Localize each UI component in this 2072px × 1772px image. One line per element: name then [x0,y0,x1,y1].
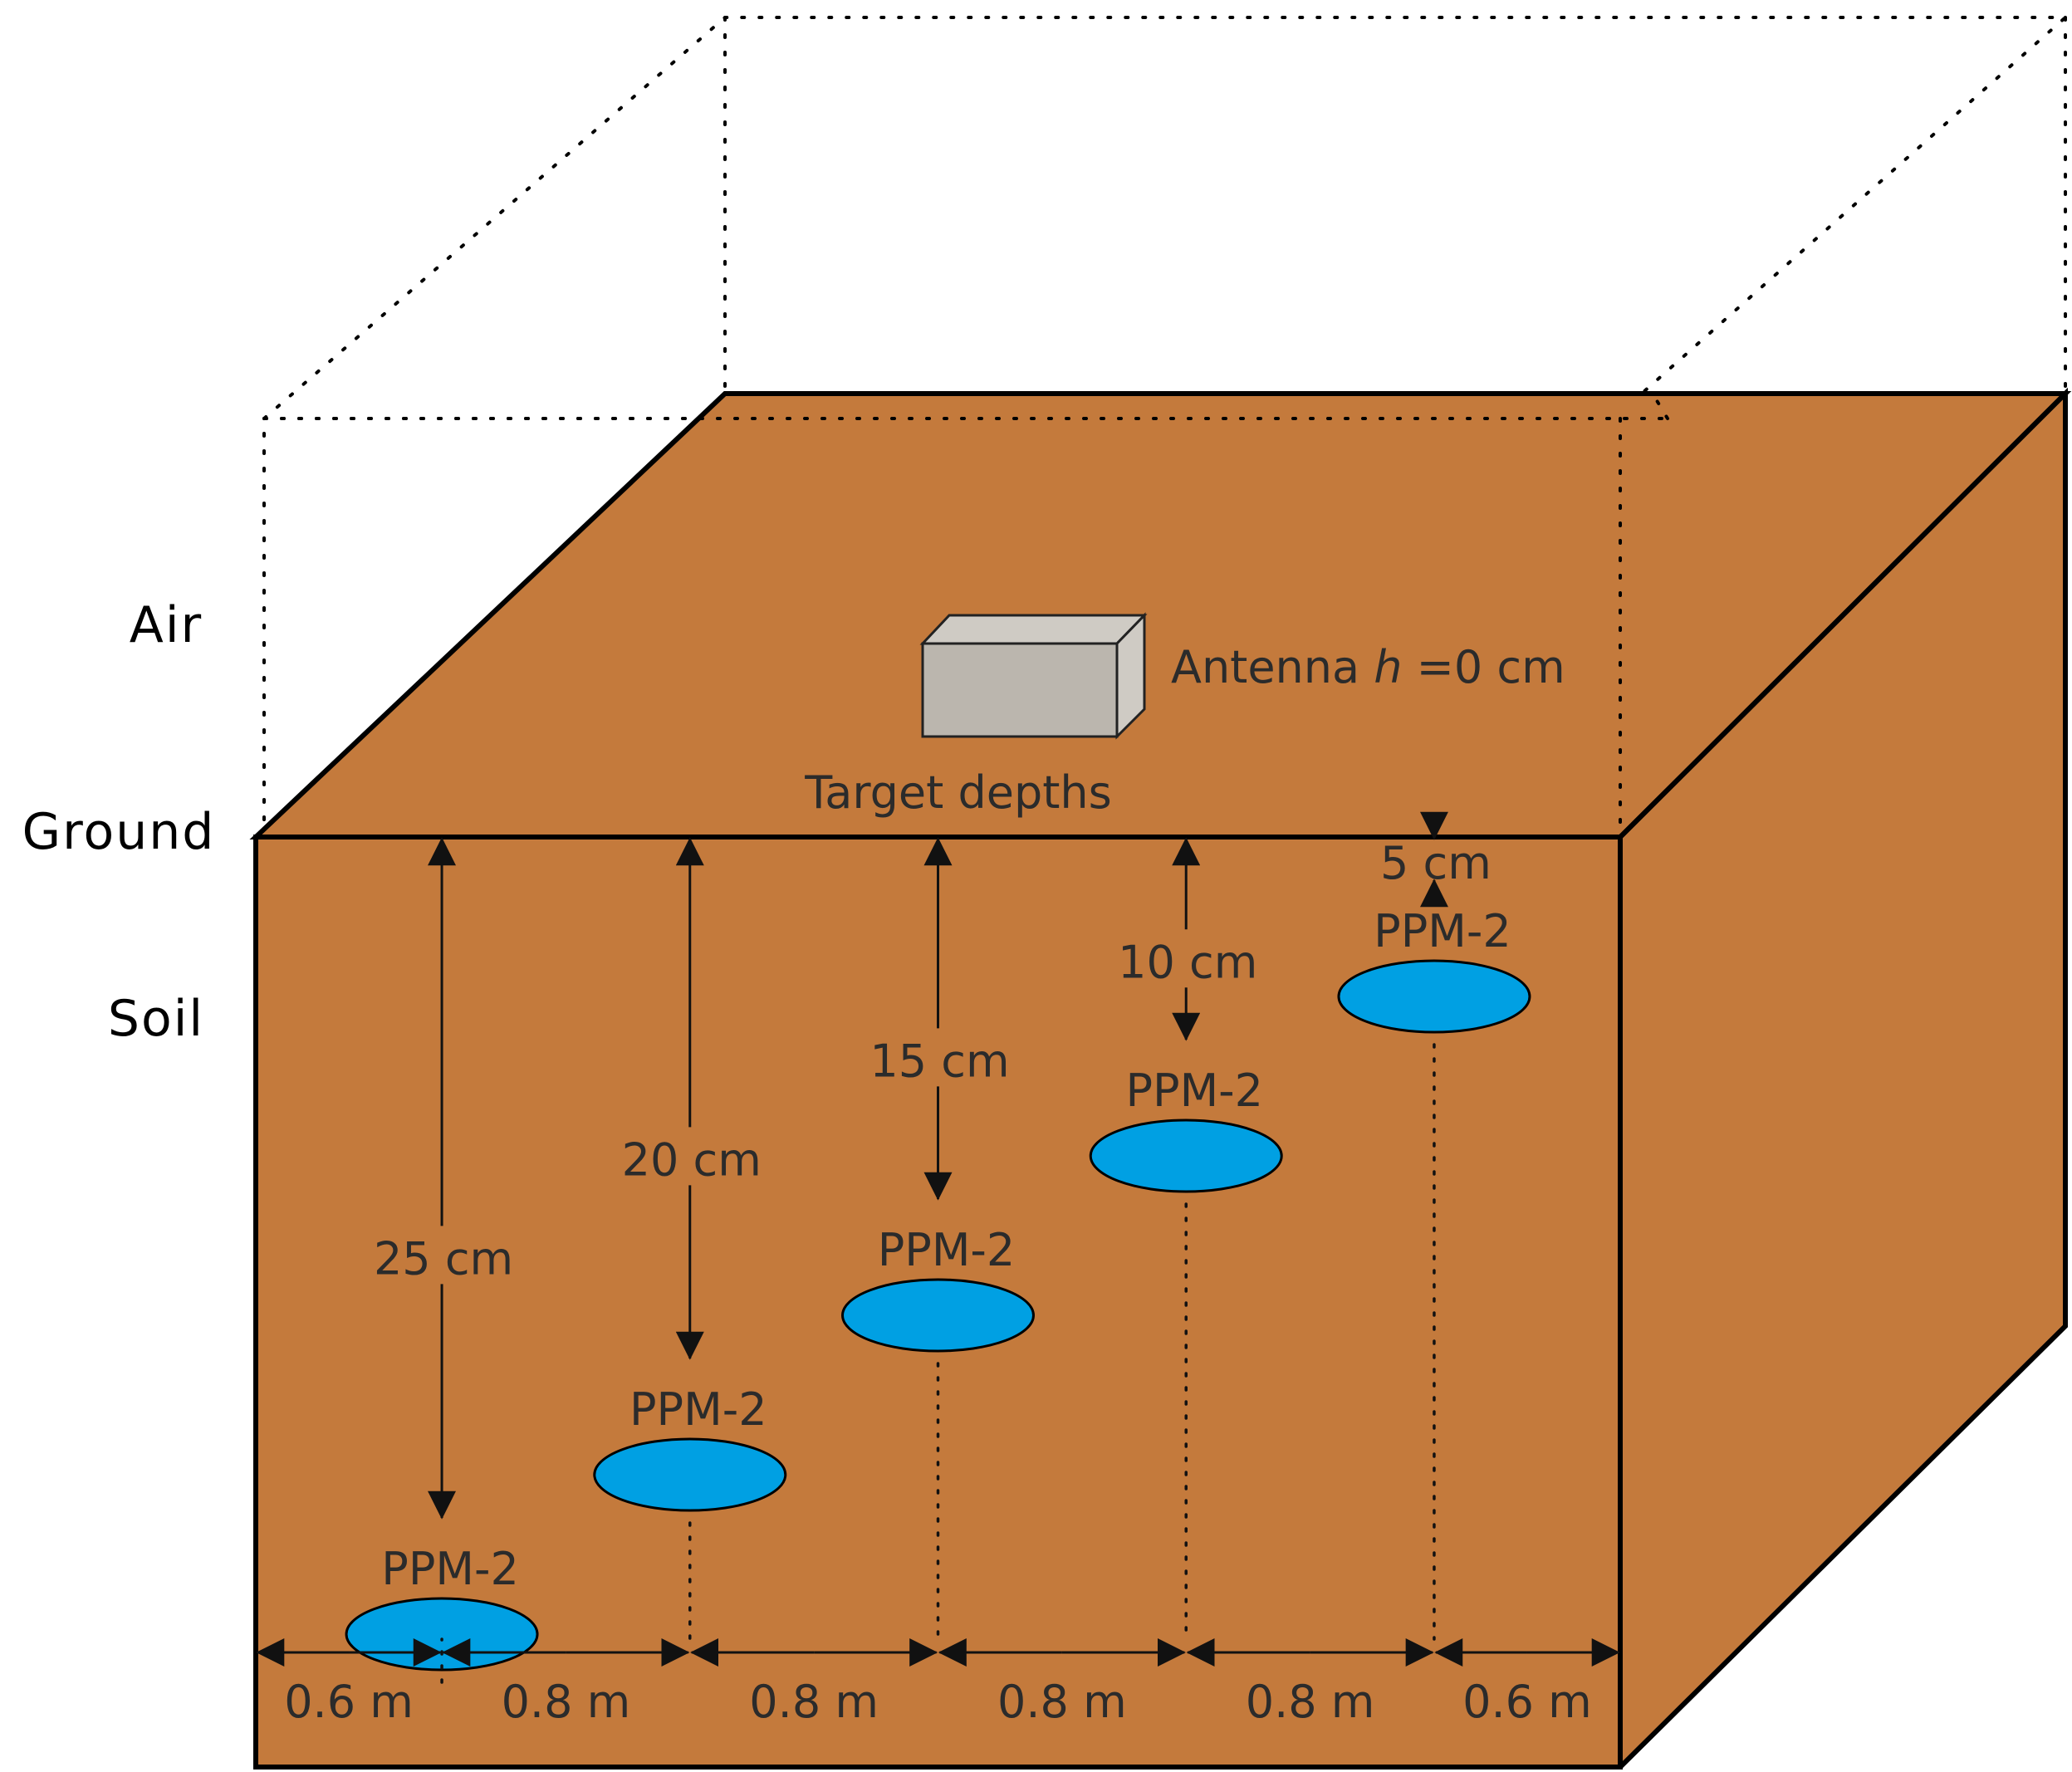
air-label: Air [130,596,203,654]
target-label: PPM-2 [629,1383,767,1436]
spacing-dimension: 0.6 m 0.8 m 0.8 m 0.8 m 0.8 m 0.6 m [256,1638,1620,1728]
spacing-6: 0.6 m [1434,1638,1620,1728]
target-label: PPM-2 [878,1224,1016,1276]
target-label: PPM-2 [1125,1065,1263,1117]
depth-label: 10 cm [1118,936,1257,988]
target-2: 20 cm PPM-2 [593,837,787,1641]
mine-target [345,1597,539,1672]
depth-label: 5 cm [1380,837,1492,889]
spacing-2: 0.8 m [442,1638,690,1728]
air-box-hidden-edges [262,392,1669,839]
mine-target [593,1437,787,1512]
target-3: 15 cm PPM-2 [841,837,1035,1641]
spacing-1: 0.6 m [256,1638,442,1728]
spacing-5: 0.8 m [1186,1638,1434,1728]
depth-label: 25 cm [374,1232,513,1285]
mine-target [1337,959,1531,1034]
spacing-label: 0.6 m [1462,1676,1592,1728]
soil-label: Soil [108,990,204,1048]
antenna-front [921,642,1119,738]
target-4: 10 cm PPM-2 [1089,837,1283,1641]
target-label: PPM-2 [1374,905,1511,957]
soil-right-face [1620,394,2065,1767]
target-depths-label: Target depths [804,766,1112,819]
mine-target [1089,1119,1283,1193]
mine-target [841,1278,1035,1353]
antenna-label: Antenna h =0 cm [1171,641,1565,693]
spacing-label: 0.8 m [1246,1676,1375,1728]
ground-label: Ground [22,803,216,861]
target-label: PPM-2 [381,1543,519,1595]
target-5: 5 cm PPM-2 [1337,811,1531,1641]
spacing-label: 0.8 m [502,1676,631,1728]
antenna-height-variable: h [1374,641,1402,693]
spacing-label: 0.6 m [284,1676,414,1728]
spacing-3: 0.8 m [690,1638,938,1728]
antenna [919,612,1148,740]
spacing-4: 0.8 m [938,1638,1186,1728]
depth-label: 20 cm [622,1133,762,1186]
soil-top-face [256,394,2065,837]
targets-layer: 25 cm PPM-2 20 cm PPM-2 15 cm PPM-2 10 cm PPM-2… [345,811,1531,1684]
antenna-top [919,614,1148,645]
depth-label: 15 cm [869,1035,1009,1087]
spacing-label: 0.8 m [749,1676,879,1728]
spacing-label: 0.8 m [997,1676,1127,1728]
